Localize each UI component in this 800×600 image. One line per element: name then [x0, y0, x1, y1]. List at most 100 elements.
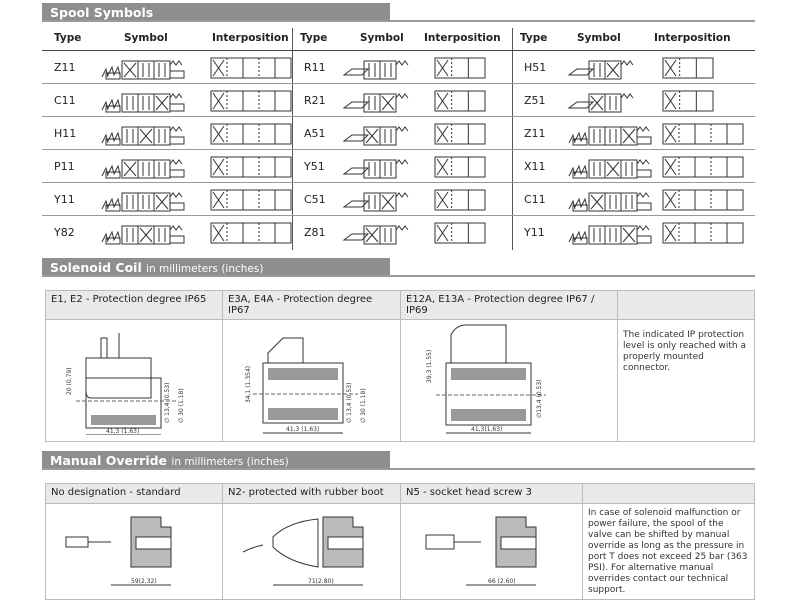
spool-symbol-icon — [568, 126, 652, 146]
spool-type: R21 — [304, 94, 326, 107]
spool-type: A51 — [304, 127, 326, 140]
override-col-n2: N2- protected with rubber boot — [222, 483, 401, 504]
spool-type: C11 — [524, 193, 546, 206]
svg-text:∅ 13,4 (0.53): ∅ 13,4 (0.53) — [346, 383, 353, 423]
column-header-interposition: Interposition — [654, 32, 731, 44]
coil-drawing-e3a: 41,3 (1.63) 34,1 (1.354) ∅ 13,4 (0.53) ∅… — [222, 319, 401, 442]
svg-text:∅ 30 (1.18): ∅ 30 (1.18) — [178, 388, 185, 423]
svg-text:∅13,4 (0.53): ∅13,4 (0.53) — [536, 379, 543, 418]
spool-type: C51 — [304, 193, 326, 206]
spool-row — [42, 150, 292, 183]
override-drawing-standard: 59(2.32) — [45, 503, 223, 600]
spool-row — [512, 51, 755, 84]
spool-row — [292, 150, 512, 183]
interposition-icon — [662, 189, 744, 211]
spool-symbol-icon — [101, 93, 185, 113]
spool-type: Y82 — [54, 226, 75, 239]
spool-symbol-icon — [567, 60, 634, 80]
divider — [42, 50, 755, 51]
spool-row — [42, 117, 292, 150]
spool-symbol-icon — [342, 60, 409, 80]
interposition-icon — [662, 90, 714, 112]
override-note: In case of solenoid malfunction or power… — [582, 503, 755, 600]
override-col-standard: No designation - standard — [45, 483, 223, 504]
column-header-interposition: Interposition — [212, 32, 289, 44]
spool-row — [512, 117, 755, 150]
spool-type: H11 — [54, 127, 77, 140]
column-header-symbol: Symbol — [124, 32, 168, 44]
interposition-icon — [434, 57, 486, 79]
override-col-n5: N5 - socket head screw 3 — [400, 483, 583, 504]
column-header-type: Type — [300, 32, 328, 44]
spool-symbols-header: Spool Symbols — [42, 3, 390, 22]
spool-type: Y11 — [54, 193, 75, 206]
coil-note: The indicated IP protection level is onl… — [617, 319, 755, 442]
svg-text:71(2.80): 71(2.80) — [308, 578, 334, 585]
spool-symbol-icon — [342, 93, 409, 113]
interposition-icon — [434, 123, 486, 145]
spool-type: H51 — [524, 61, 547, 74]
spool-symbol-icon — [342, 159, 409, 179]
spool-type: Y11 — [524, 226, 545, 239]
coil-col-e1: E1, E2 - Protection degree IP65 — [45, 290, 223, 320]
interposition-icon — [210, 57, 292, 79]
coil-col-e3a: E3A, E4A - Protection degree IP67 — [222, 290, 401, 320]
solenoid-coil-table: E1, E2 - Protection degree IP65 E3A, E4A… — [45, 290, 755, 442]
svg-text:∅ 30 (1.18): ∅ 30 (1.18) — [360, 388, 367, 423]
column-header-symbol: Symbol — [577, 32, 621, 44]
manual-override-table: No designation - standard N2- protected … — [45, 483, 755, 600]
divider — [42, 468, 755, 470]
solenoid-coil-header: Solenoid Coil in millimeters (inches) — [42, 258, 390, 277]
spool-symbol-icon — [101, 225, 185, 245]
spool-row — [512, 183, 755, 216]
interposition-icon — [662, 222, 744, 244]
coil-col-e12a: E12A, E13A - Protection degree IP67 / IP… — [400, 290, 618, 320]
spool-type: P11 — [54, 160, 75, 173]
svg-text:39,3 (1.55): 39,3 (1.55) — [426, 350, 433, 383]
spool-symbol-icon — [568, 192, 652, 212]
svg-text:20 (0.79): 20 (0.79) — [66, 367, 73, 395]
spool-row — [512, 150, 755, 183]
interposition-icon — [210, 123, 292, 145]
spool-row — [42, 183, 292, 216]
spool-symbol-icon — [342, 192, 409, 212]
spool-symbol-icon — [567, 93, 634, 113]
spool-symbol-icon — [568, 225, 652, 245]
manual-override-header: Manual Override in millimeters (inches) — [42, 451, 390, 470]
spool-type: Z51 — [524, 94, 546, 107]
spool-symbol-icon — [101, 60, 185, 80]
spool-type: Z11 — [54, 61, 76, 74]
spool-row — [292, 183, 512, 216]
spool-type: X11 — [524, 160, 546, 173]
spool-row — [292, 51, 512, 84]
svg-text:41,3 (1.63): 41,3 (1.63) — [106, 428, 139, 435]
interposition-icon — [434, 156, 486, 178]
spool-row — [292, 84, 512, 117]
divider — [42, 275, 755, 277]
spool-row — [292, 117, 512, 150]
interposition-icon — [662, 57, 714, 79]
svg-text:∅ 13,4 (0.53): ∅ 13,4 (0.53) — [164, 383, 171, 423]
svg-text:66 (2.60): 66 (2.60) — [488, 578, 516, 585]
interposition-icon — [210, 189, 292, 211]
spool-type: Z81 — [304, 226, 326, 239]
override-col-note — [582, 483, 755, 504]
interposition-icon — [434, 222, 486, 244]
interposition-icon — [434, 189, 486, 211]
coil-drawing-e12a: 41,3(1.63) 39,3 (1.55) ∅13,4 (0.53) — [400, 319, 618, 442]
override-drawing-n5: 66 (2.60) — [400, 503, 583, 600]
interposition-icon — [662, 123, 744, 145]
spool-symbol-icon — [101, 159, 185, 179]
svg-text:59(2.32): 59(2.32) — [131, 578, 157, 585]
spool-type: Z11 — [524, 127, 546, 140]
spool-symbol-icon — [568, 159, 652, 179]
svg-text:34,1 (1.354): 34,1 (1.354) — [245, 366, 252, 403]
spool-table: Type Symbol Interposition Type Symbol Interpo… — [42, 28, 755, 250]
interposition-icon — [210, 90, 292, 112]
spool-symbol-icon — [101, 126, 185, 146]
column-header-type: Type — [520, 32, 548, 44]
spool-type: C11 — [54, 94, 76, 107]
coil-drawing-e1: 41,3 (1.63) 20 (0.79) ∅ 13,4 (0.53) ∅ 30… — [45, 319, 223, 442]
override-drawing-n2: 71(2.80) — [222, 503, 401, 600]
column-header-type: Type — [54, 32, 82, 44]
